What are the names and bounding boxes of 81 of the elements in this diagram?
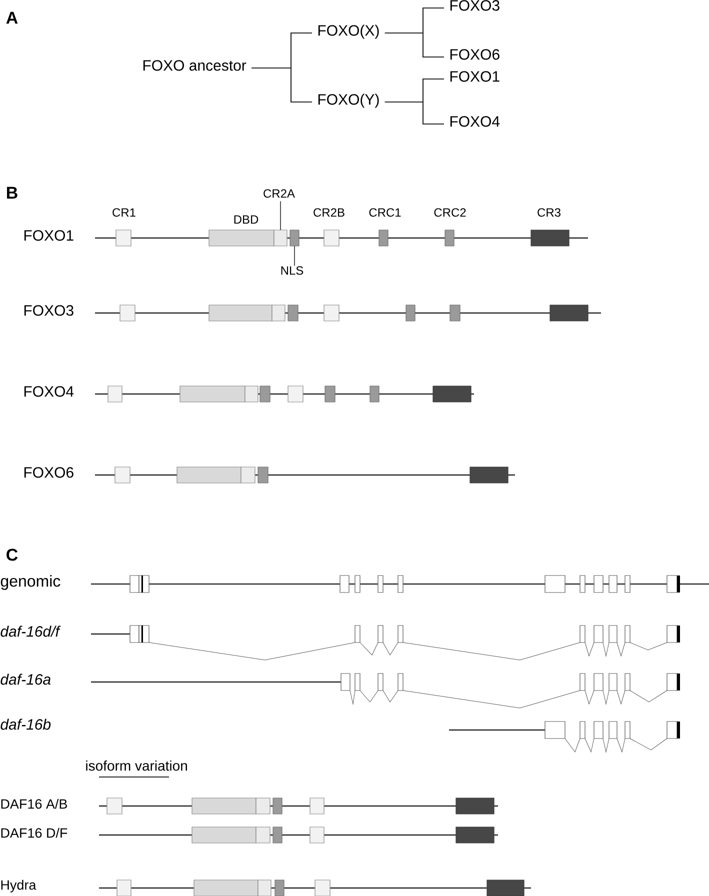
- domain-box: [272, 826, 282, 844]
- domain-box: [260, 386, 270, 402]
- domain-box: [550, 304, 588, 322]
- protein-label: FOXO3: [24, 305, 74, 316]
- domain-box: [290, 230, 300, 246]
- protein-label: FOXO4: [24, 386, 74, 397]
- domain-box: [324, 386, 336, 402]
- domain-box: [370, 386, 380, 402]
- leader-line: [294, 246, 295, 266]
- tree-branch: [384, 32, 444, 58]
- domain-box: [310, 798, 324, 814]
- domain-box: [194, 880, 258, 896]
- tree-label: FOXO(Y): [318, 94, 379, 108]
- panel-letter: A: [6, 12, 18, 24]
- tree-label: FOXO3: [450, 0, 500, 11]
- domain-label: CRC1: [369, 208, 401, 217]
- tree-label: FOXO ancestor: [143, 60, 246, 71]
- domain-box: [378, 230, 388, 246]
- domain-box: [120, 304, 136, 322]
- transcript-label: daf-16d/f: [0, 626, 61, 637]
- domain-box: [108, 386, 122, 402]
- domain-box: [456, 826, 494, 844]
- leader-line: [280, 200, 281, 230]
- tree-branch: [384, 101, 444, 125]
- domain-box: [288, 304, 298, 322]
- gene-label: genomic: [0, 575, 60, 590]
- domain-box: [324, 304, 340, 322]
- tree-label: FOXO6: [450, 49, 500, 60]
- transcript-label: daf-16a: [0, 674, 51, 685]
- domain-box: [324, 230, 340, 246]
- domain-box: [272, 304, 286, 322]
- domain-box: [258, 466, 268, 484]
- domain-box: [192, 826, 256, 844]
- isoform-label: DAF16 A/B: [1, 798, 67, 809]
- domain-box: [244, 386, 258, 402]
- domain-box: [116, 880, 132, 896]
- domain-box: [310, 826, 324, 844]
- domain-box: [432, 386, 472, 402]
- tree-label: FOXO4: [450, 116, 500, 127]
- domain-label: NLS: [281, 266, 304, 275]
- domain-box: [274, 230, 288, 246]
- domain-box: [288, 386, 304, 402]
- domain-box: [240, 466, 256, 484]
- panel-letter: C: [6, 548, 18, 561]
- tree-label: FOXO(X): [318, 24, 379, 39]
- protein-label: FOXO6: [24, 467, 74, 478]
- domain-box: [208, 230, 274, 246]
- domain-box: [106, 798, 122, 814]
- tree-branch: [252, 67, 312, 103]
- domain-box: [272, 798, 282, 814]
- panel-letter: B: [7, 186, 18, 199]
- domain-box: [176, 466, 242, 484]
- domain-box: [470, 466, 508, 484]
- domain-box: [116, 230, 132, 246]
- protein-label: FOXO1: [24, 230, 74, 241]
- annotation-text: isoform variation: [86, 760, 187, 771]
- domain-box: [258, 880, 272, 896]
- domain-label: CR1: [112, 208, 136, 217]
- domain-box: [256, 798, 270, 814]
- tree-label: FOXO1: [450, 71, 500, 82]
- domain-box: [456, 798, 494, 814]
- domain-box: [274, 880, 284, 896]
- domain-box: [530, 230, 570, 246]
- domain-label: CRC2: [434, 208, 466, 217]
- domain-box: [256, 826, 270, 844]
- domain-label: CR2A: [264, 189, 295, 198]
- domain-box: [314, 880, 330, 896]
- domain-label: CR2B: [314, 208, 344, 217]
- species-label: Hydra: [1, 880, 36, 892]
- domain-box: [406, 304, 416, 322]
- domain-box: [208, 304, 272, 322]
- domain-box: [192, 798, 256, 814]
- domain-label: CR3: [538, 208, 560, 217]
- transcript-label: daf-16b: [0, 718, 51, 730]
- isoform-label: DAF16 D/F: [1, 828, 68, 838]
- domain-box: [444, 230, 454, 246]
- domain-box: [450, 304, 460, 322]
- domain-label: DBD: [234, 215, 258, 224]
- domain-box: [114, 466, 130, 484]
- domain-box: [486, 880, 524, 896]
- domain-box: [180, 386, 246, 402]
